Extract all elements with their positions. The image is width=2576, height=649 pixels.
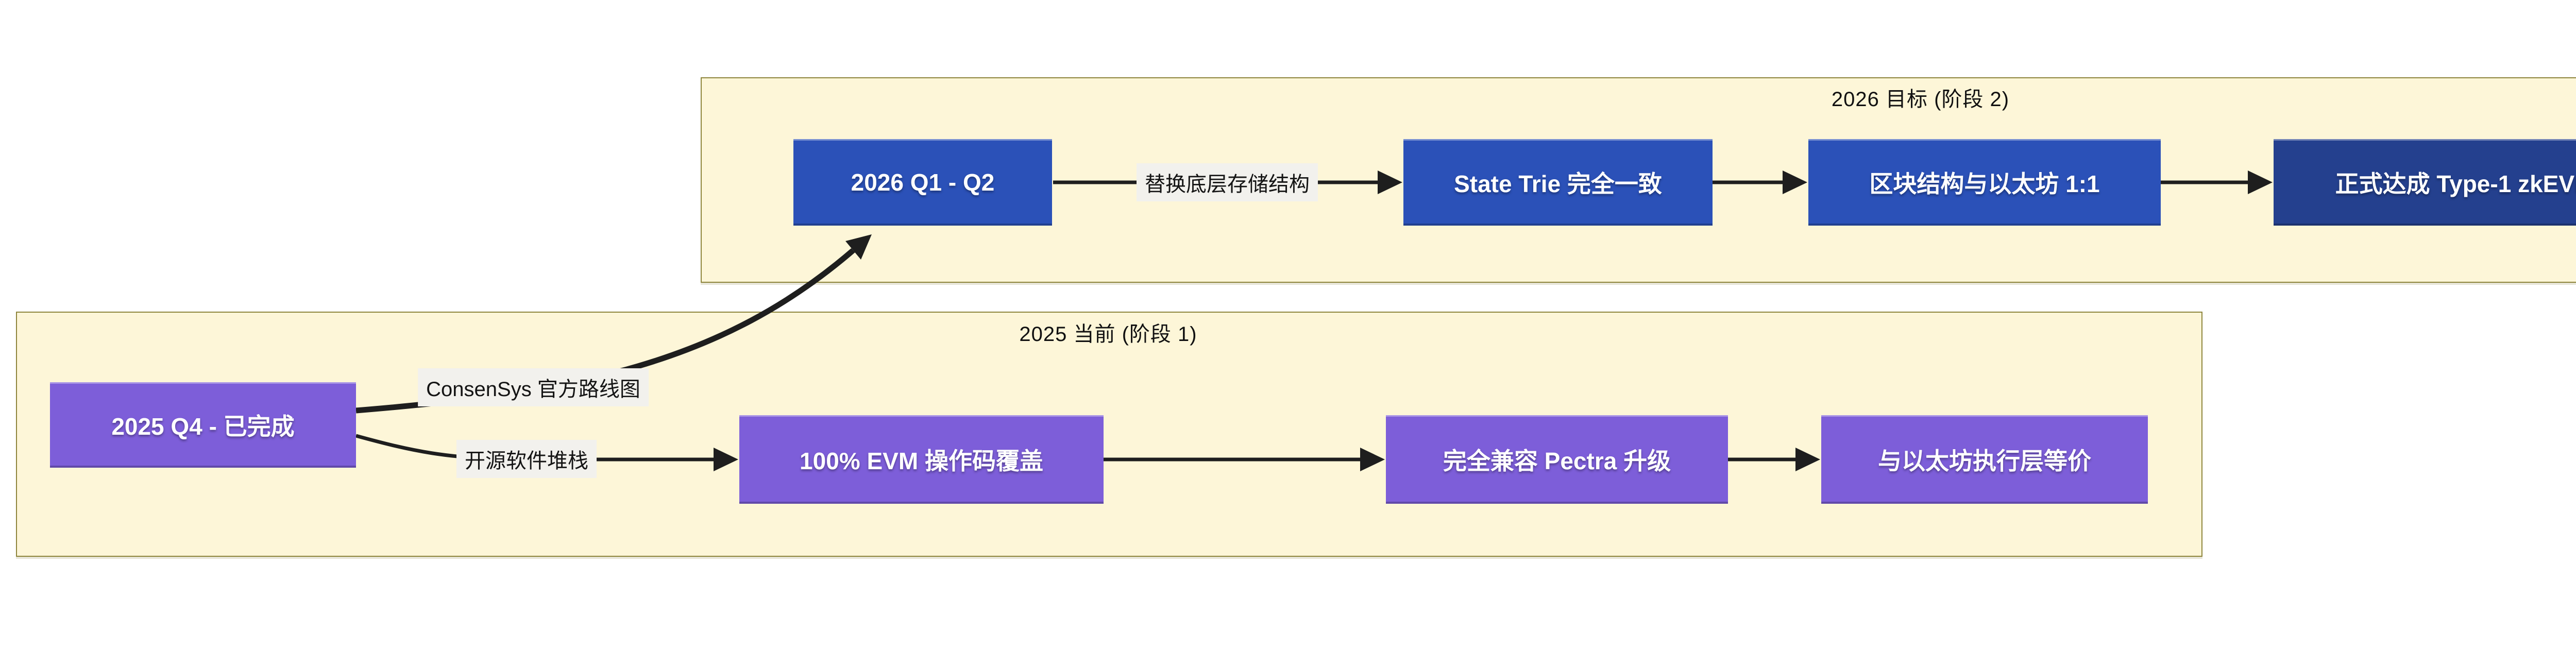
edge-label-consensys-roadmap: ConsenSys 官方路线图	[418, 368, 649, 406]
edge-label-open-source-stack: 开源软件堆栈	[456, 440, 597, 478]
node-2025-q4-done: 2025 Q4 - 已完成	[50, 382, 356, 468]
node-evm-opcode-coverage: 100% EVM 操作码覆盖	[739, 415, 1104, 504]
node-state-trie: State Trie 完全一致	[1403, 139, 1713, 226]
node-execution-layer-equivalence: 与以太坊执行层等价	[1821, 415, 2148, 504]
node-block-structure: 区块结构与以太坊 1:1	[1808, 139, 2161, 226]
node-pectra-compat: 完全兼容 Pectra 升级	[1386, 415, 1728, 504]
phase1-group-title: 2025 当前 (阶段 1)	[1019, 323, 1197, 346]
node-2026-q1-q2: 2026 Q1 - Q2	[793, 139, 1052, 226]
phase2-group-title: 2026 目标 (阶段 2)	[1831, 88, 2010, 111]
edge-label-storage: 替换底层存储结构	[1137, 163, 1318, 201]
node-type1-zkevm: 正式达成 Type-1 zkEVM	[2274, 139, 2576, 226]
